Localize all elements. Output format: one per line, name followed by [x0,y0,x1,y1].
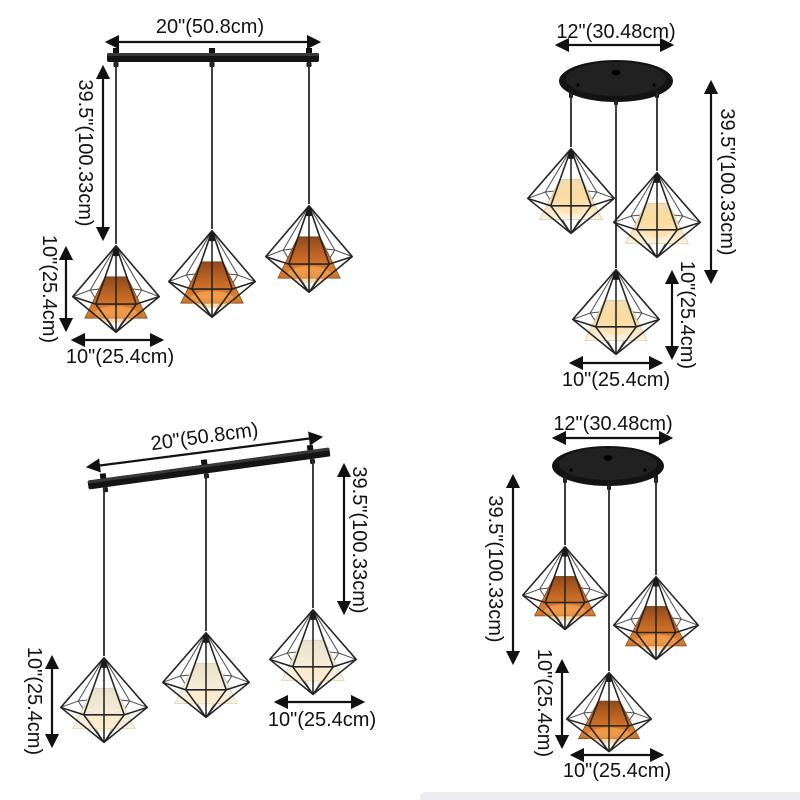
canopy-width-label: 20"(50.8cm) [149,419,259,455]
canopy-width-label: 12"(30.48cm) [553,413,672,435]
cage-pendant-cream [163,633,249,718]
shade-width-label: 10"(25.4cm) [66,346,174,368]
canopy-width-label: 12"(30.48cm) [556,21,675,43]
fixture-height-label: 39.5"(100.33cm) [348,466,370,613]
round-canopy [552,446,664,490]
quadrant-linear-amber: 20"(50.8cm) 39.5"(100.33cm) 10"(25.4cm) … [38,16,400,368]
shade-height-label: 10"(25.4cm) [533,649,555,757]
shade-width-label: 10"(25.4cm) [268,709,376,731]
adjacent-image-edge-strip [420,792,800,800]
linear-canopy [87,444,331,493]
quadrant-round-amber: 12"(30.48cm) 39.5"(100.33cm) 10"(25.4cm)… [484,413,800,782]
shade-height-label: 10"(25.4cm) [676,261,698,369]
shade-height-label: 10"(25.4cm) [38,235,60,343]
cage-pendant-amber [169,231,255,317]
fixture-height-label: 39.5"(100.33cm) [74,79,96,226]
cage-pendant-amber [523,547,608,630]
fixture-height-label: 39.5"(100.33cm) [716,108,738,255]
shade-width-label: 10"(25.4cm) [562,369,670,391]
cage-pendant-cream [270,610,356,695]
quadrant-linear-cream: 20"(50.8cm) 39.5"(100.33cm) 10"(25.4cm) … [23,419,376,755]
shade-height-label: 10"(25.4cm) [23,647,45,755]
cage-pendant-lit [614,173,700,258]
fixture-height-label: 39.5"(100.33cm) [484,495,506,642]
cage-pendant-lit [573,270,659,355]
canopy-width-label: 20"(50.8cm) [156,16,264,38]
canopy-width-arrow [85,431,324,473]
cage-pendant-lit [528,149,614,234]
cage-pendant-amber [266,206,352,292]
round-canopy [559,60,673,105]
cage-pendant-amber [73,246,159,332]
shade-width-label: 10"(25.4cm) [563,760,671,782]
cage-pendant-cream [61,658,147,743]
quadrant-round-lit: 12"(30.48cm) 39.5"(100.33cm) 10"(25.4cm)… [400,21,738,391]
cage-pendant-amber [614,577,699,660]
linear-canopy [107,48,319,67]
cage-pendant-amber [567,673,652,752]
